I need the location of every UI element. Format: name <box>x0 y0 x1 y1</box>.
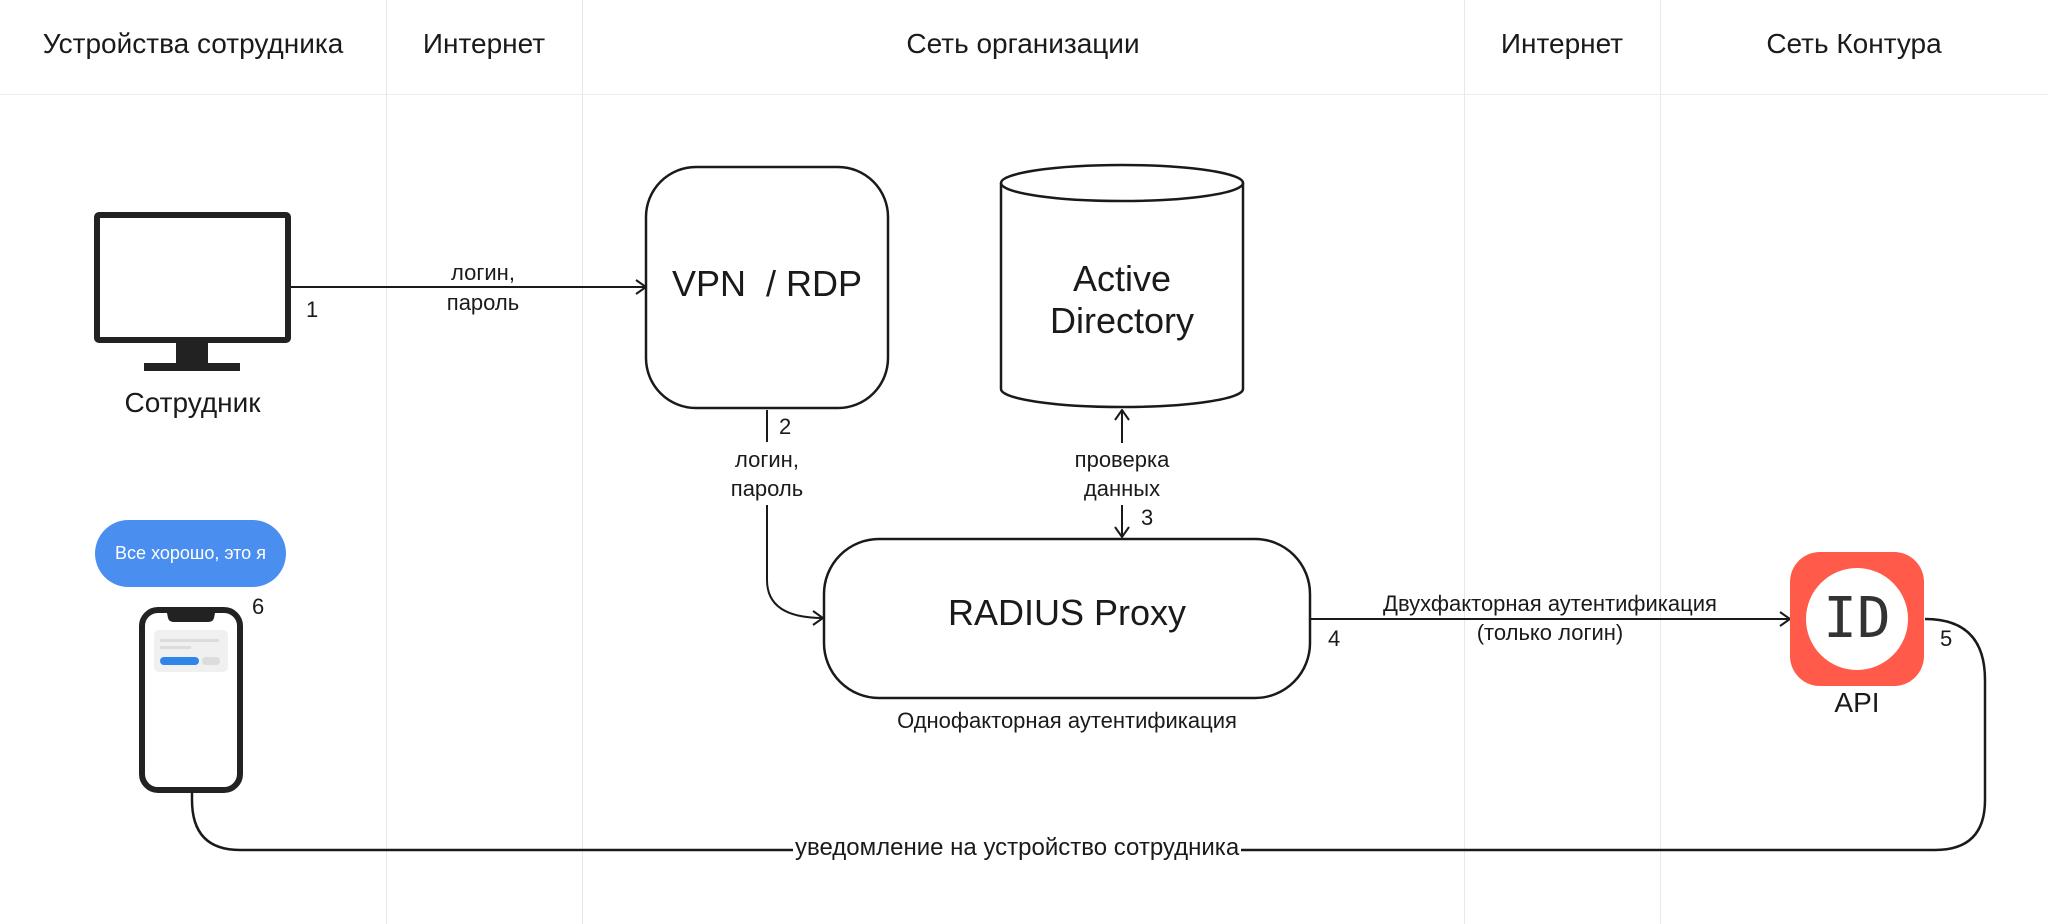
edge-4-label-line1: Двухфакторная аутентификация <box>1383 591 1717 616</box>
lane-divider <box>582 0 583 924</box>
id-logo-icon[interactable] <box>1790 552 1924 686</box>
edge-2-line-bottom <box>766 505 823 618</box>
edge-3-label-line1: проверка <box>1074 447 1170 472</box>
edge-1-step: 1 <box>306 297 319 322</box>
edge-2-label-line1: логин, <box>735 447 799 472</box>
database-cylinder-icon[interactable] <box>999 163 1245 409</box>
vpn-rdp-label: VPN / RDP <box>671 263 863 304</box>
edge-5-step: 5 <box>1940 626 1953 651</box>
edge-2-label-line2: пароль <box>730 476 804 501</box>
edge-4-label-line2: (только логин) <box>1476 620 1624 645</box>
notification-label: уведомление на устройство сотрудника <box>793 834 1242 862</box>
edge-3-step: 3 <box>1141 505 1154 530</box>
radius-proxy-caption: Однофакторная аутентификация <box>897 708 1237 733</box>
lane-title-employee-devices: Устройства сотрудника <box>42 28 344 59</box>
active-directory-label-line2: Directory <box>1049 300 1195 341</box>
edge-6-step: 6 <box>252 594 265 619</box>
lane-title-kontur-network: Сеть Контура <box>1766 28 1942 59</box>
confirmation-bubble[interactable]: Все хорошо, это я <box>95 520 286 587</box>
lane-title-org-network: Сеть организации <box>906 28 1140 59</box>
header-divider <box>0 94 2048 95</box>
employee-label: Сотрудник <box>124 387 261 418</box>
lane-divider <box>386 0 387 924</box>
lane-divider <box>1464 0 1465 924</box>
edge-4-step: 4 <box>1328 626 1341 651</box>
api-label: API <box>1834 687 1880 718</box>
edge-2-step: 2 <box>779 414 792 439</box>
edge-5-line <box>190 617 1987 852</box>
monitor-icon <box>94 212 291 371</box>
radius-proxy-label: RADIUS Proxy <box>947 592 1187 633</box>
active-directory-label-line1: Active <box>1072 258 1172 299</box>
smartphone-icon[interactable] <box>139 607 243 793</box>
edge-1-label-line2: пароль <box>446 290 520 315</box>
lane-title-internet-1: Интернет <box>422 28 546 59</box>
edge-1-label-line1: логин, <box>451 260 515 285</box>
vpn-rdp-node[interactable] <box>644 165 890 410</box>
lane-title-internet-2: Интернет <box>1500 28 1624 59</box>
edge-3-label-line2: данных <box>1083 476 1161 501</box>
lane-divider <box>1660 0 1661 924</box>
api-logo-text: ID <box>1823 586 1891 651</box>
